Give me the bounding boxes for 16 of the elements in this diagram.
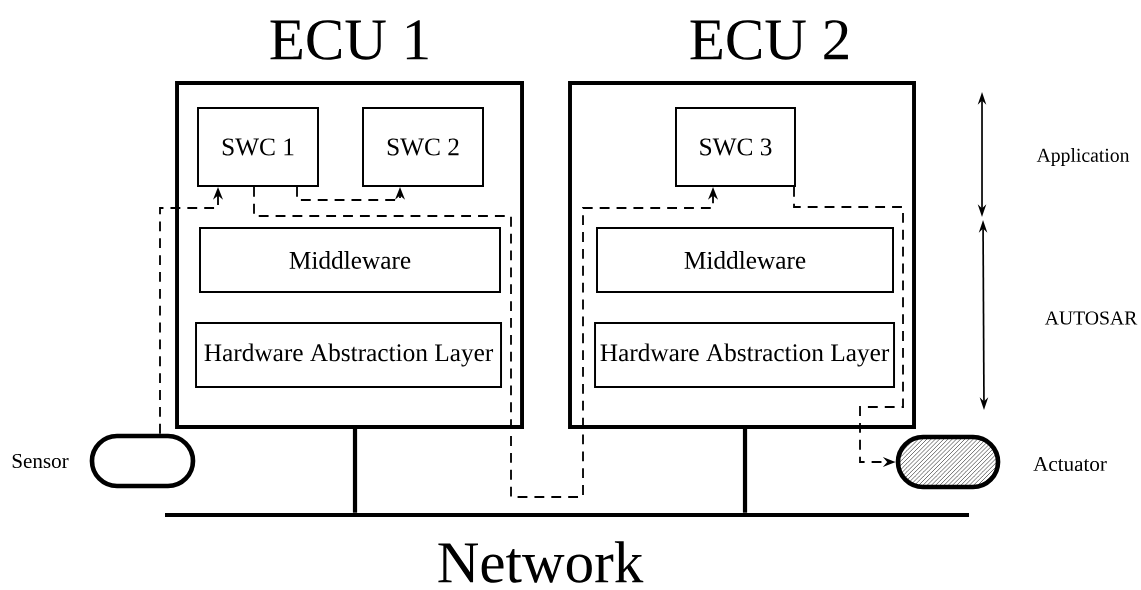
layer-label: AUTOSAR — [1044, 311, 1138, 325]
ecu-title: ECU 1 — [270, 20, 428, 60]
connector-line — [352, 428, 358, 513]
device-label: Actuator — [1033, 456, 1107, 472]
layer-box: Middleware — [199, 227, 501, 293]
device-label: Sensor — [12, 453, 69, 469]
layer-box: Hardware Abstraction Layer — [594, 322, 895, 388]
network-title: Network — [438, 541, 644, 583]
software-component-box: SWC 3 — [675, 107, 796, 187]
connector-line — [742, 428, 748, 513]
layer-label: Application — [1036, 148, 1130, 166]
software-component-box: SWC 2 — [362, 107, 484, 187]
software-component-box: SWC 1 — [197, 107, 319, 187]
layer-box: Middleware — [596, 227, 894, 293]
layer-box: Hardware Abstraction Layer — [195, 322, 502, 388]
ecu-title: ECU 2 — [690, 20, 848, 60]
